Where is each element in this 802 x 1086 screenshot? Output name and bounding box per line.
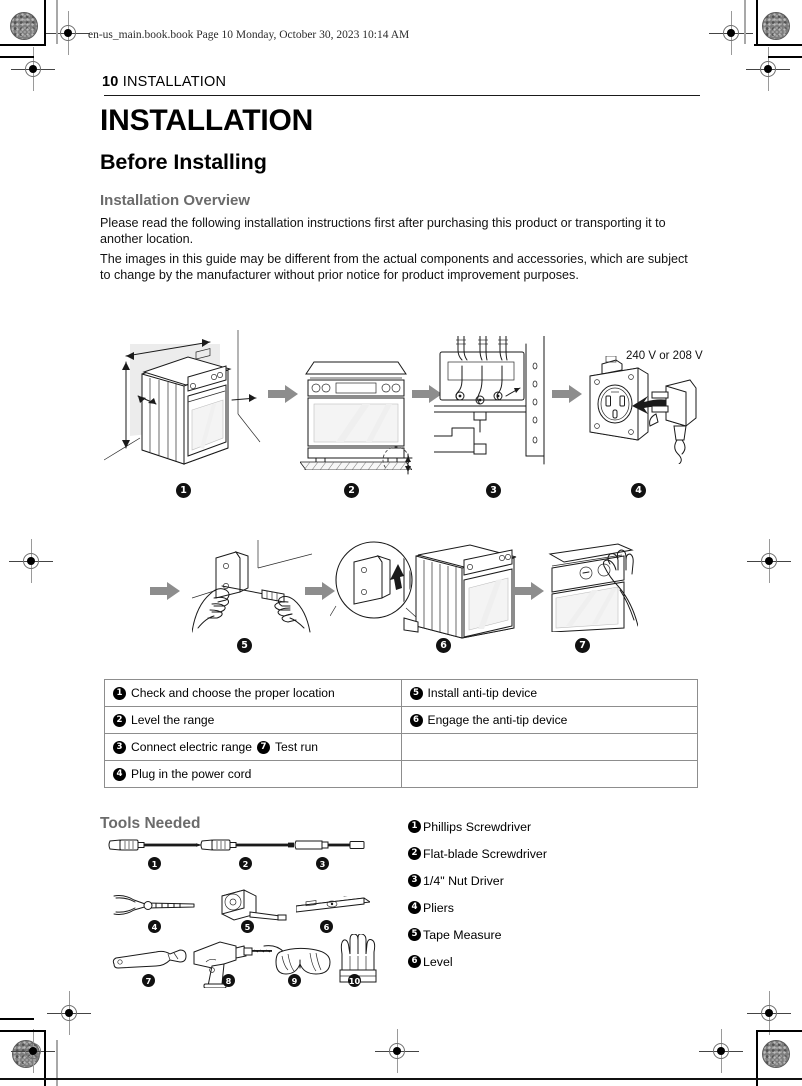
drill-icon xyxy=(193,941,272,988)
tools-needed-heading: Tools Needed xyxy=(100,815,201,832)
step-badge: 4 xyxy=(113,767,126,781)
subsection-heading: Installation Overview xyxy=(100,192,251,209)
tool-number-9: 9 xyxy=(288,974,301,987)
phillips-screwdriver-icon xyxy=(108,839,202,851)
tool-list-label: Level xyxy=(423,954,453,969)
step-badge: 2 xyxy=(113,713,126,727)
table-cell-step-2: 2 Level the range xyxy=(104,706,402,734)
list-item: 5 Tape Measure xyxy=(408,921,698,948)
figure-2-level-detail-callout xyxy=(389,453,413,475)
tool-list-badge: 4 xyxy=(408,901,421,914)
list-item: 1 Phillips Screwdriver xyxy=(408,813,698,840)
step-badge: 5 xyxy=(409,686,423,700)
figure-3-terminal-block-wiring xyxy=(434,336,545,465)
running-head-section: INSTALLATION xyxy=(122,74,227,90)
tool-number-6: 6 xyxy=(320,920,333,933)
figure-5-install-anti-tip-bracket xyxy=(192,540,312,633)
running-head: 10 INSTALLATION xyxy=(102,74,226,90)
file-stamp: en-us_main.book.book Page 10 Monday, Oct… xyxy=(88,29,410,41)
tool-list-label: Pliers xyxy=(423,900,454,915)
overview-paragraph-2: The images in this guide may be differen… xyxy=(100,252,688,282)
list-item: 3 1/4" Nut Driver xyxy=(408,867,698,894)
flow-arrow-5 xyxy=(305,582,335,600)
section-heading: Before Installing xyxy=(100,150,267,174)
tool-number-2: 2 xyxy=(239,857,252,870)
figure-number-6: 6 xyxy=(436,638,451,653)
tool-list-label: 1/4" Nut Driver xyxy=(423,873,504,888)
step-badge-secondary: 7 xyxy=(257,740,271,754)
figure-number-7: 7 xyxy=(575,638,590,653)
flow-arrow-3 xyxy=(552,385,582,403)
figure-number-1: 1 xyxy=(176,483,191,498)
overview-paragraph-1: Please read the following installation i… xyxy=(100,216,666,246)
table-cell-step-4: 4 Plug in the power cord xyxy=(104,760,402,788)
table-cell-empty-1 xyxy=(400,733,698,761)
table-row: 4 Plug in the power cord xyxy=(104,760,698,788)
table-row: 2 Level the range 6 Engage the anti-tip … xyxy=(104,706,698,734)
step-label: Level the range xyxy=(131,713,215,727)
installation-steps-table: 1 Check and choose the proper location 5… xyxy=(104,679,698,788)
table-cell-step-3-and-7: 3 Connect electric range 7 Test run xyxy=(104,733,402,761)
tool-number-3: 3 xyxy=(316,857,329,870)
figure-number-5: 5 xyxy=(237,638,252,653)
step-label: Plug in the power cord xyxy=(131,767,252,781)
step-label: Engage the anti-tip device xyxy=(427,713,568,727)
tool-number-4: 4 xyxy=(148,920,161,933)
step-label: Install anti-tip device xyxy=(427,686,538,700)
figure-number-2: 2 xyxy=(344,483,359,498)
tool-number-5: 5 xyxy=(241,920,254,933)
tools-needed-list: 1 Phillips Screwdriver 2 Flat-blade Scre… xyxy=(408,813,698,975)
voltage-label: 240 V or 208 V xyxy=(626,350,703,362)
figure-1-range-in-cutout xyxy=(104,330,261,465)
step-badge: 1 xyxy=(113,686,126,700)
step-label-secondary: Test run xyxy=(275,740,319,754)
table-cell-empty-2 xyxy=(400,760,698,788)
tool-list-badge: 6 xyxy=(408,955,421,968)
wrench-icon xyxy=(112,949,187,969)
list-item: 2 Flat-blade Screwdriver xyxy=(408,840,698,867)
tool-number-8: 8 xyxy=(222,974,235,987)
tool-list-badge: 5 xyxy=(408,928,421,941)
list-item: 4 Pliers xyxy=(408,894,698,921)
flow-arrow-2 xyxy=(412,385,442,403)
tool-number-10: 10 xyxy=(348,974,361,987)
level-icon xyxy=(296,896,370,913)
page-title: INSTALLATION xyxy=(100,104,314,137)
table-row: 3 Connect electric range 7 Test run xyxy=(104,733,698,761)
step-label: Connect electric range xyxy=(131,740,253,754)
figure-2-level-the-range xyxy=(300,361,412,470)
safety-glasses-icon xyxy=(263,945,331,975)
figure-number-3: 3 xyxy=(486,483,501,498)
tool-list-badge: 2 xyxy=(408,847,421,860)
tool-number-1: 1 xyxy=(148,857,161,870)
tool-number-7: 7 xyxy=(142,974,155,987)
tool-list-label: Phillips Screwdriver xyxy=(423,819,532,834)
tool-list-label: Tape Measure xyxy=(423,927,502,942)
step-badge: 6 xyxy=(409,713,423,727)
figure-4-outlet-and-plug xyxy=(589,356,697,464)
flat-blade-screwdriver-icon xyxy=(200,839,294,851)
list-item: 6 Level xyxy=(408,948,698,975)
step-label: Check and choose the proper location xyxy=(131,686,335,700)
flow-arrow-6 xyxy=(514,582,544,600)
nut-driver-icon xyxy=(294,840,365,850)
table-cell-step-5: 5 Install anti-tip device xyxy=(400,679,698,707)
step-badge: 3 xyxy=(113,740,126,754)
tool-list-label: Flat-blade Screwdriver xyxy=(423,846,547,861)
table-cell-step-6: 6 Engage the anti-tip device xyxy=(400,706,698,734)
figure-6-engage-anti-tip-device xyxy=(330,541,517,639)
table-cell-step-1: 1 Check and choose the proper location xyxy=(104,679,402,707)
figure-7-test-run xyxy=(548,543,638,632)
tape-measure-icon xyxy=(221,889,287,921)
running-head-page-number: 10 xyxy=(102,74,119,90)
table-row: 1 Check and choose the proper location 5… xyxy=(104,679,698,707)
tool-list-badge: 3 xyxy=(408,874,421,887)
flow-arrow-1 xyxy=(268,385,298,403)
tool-list-badge: 1 xyxy=(408,820,421,833)
header-rule xyxy=(104,95,700,97)
pliers-icon xyxy=(113,895,195,915)
figure-number-4: 4 xyxy=(631,483,646,498)
flow-arrow-4 xyxy=(150,582,180,600)
